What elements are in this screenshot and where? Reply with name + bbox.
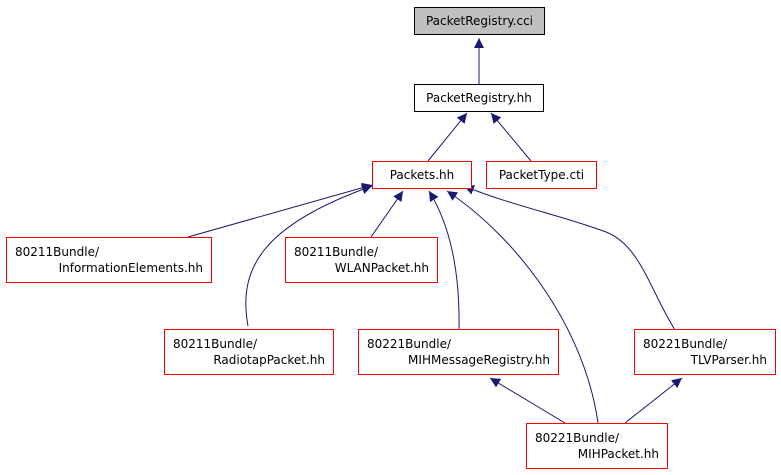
node-mihmessageregistry[interactable]: 80221Bundle/ MIHMessageRegistry.hh bbox=[358, 329, 559, 375]
node-wlanpacket[interactable]: 80211Bundle/ WLANPacket.hh bbox=[285, 237, 438, 283]
node-label: PacketRegistry.hh bbox=[426, 91, 532, 105]
node-packettype-cti[interactable]: PacketType.cti bbox=[486, 161, 597, 189]
node-label: PacketType.cti bbox=[498, 168, 585, 182]
edge-informationelements-to-packets-hh bbox=[187, 182, 373, 238]
node-label-file: MIHMessageRegistry.hh bbox=[408, 353, 550, 367]
node-label-file: InformationElements.hh bbox=[58, 261, 203, 275]
node-label-file: MIHPacket.hh bbox=[577, 447, 659, 461]
node-label-file: WLANPacket.hh bbox=[334, 261, 429, 275]
edge-packettype-cti-to-packetregistry-hh bbox=[490, 112, 532, 162]
node-label-path: 80221Bundle/ bbox=[535, 431, 619, 445]
edge-mihpacket-to-packets-hh bbox=[446, 190, 599, 424]
edge-packets-hh-to-packetregistry-hh bbox=[427, 112, 468, 162]
node-informationelements[interactable]: 80211Bundle/ InformationElements.hh bbox=[6, 237, 212, 283]
node-tlvparser[interactable]: 80221Bundle/ TLVParser.hh bbox=[634, 329, 776, 375]
node-label-path: 80211Bundle/ bbox=[294, 245, 378, 259]
node-mihpacket[interactable]: 80221Bundle/ MIHPacket.hh bbox=[526, 423, 668, 469]
node-radiotappacket[interactable]: 80211Bundle/ RadiotapPacket.hh bbox=[164, 329, 334, 375]
edge-wlanpacket-to-packets-hh bbox=[370, 190, 404, 238]
edge-radiotappacket-to-packets-hh bbox=[245, 184, 373, 327]
node-label-path: 80221Bundle/ bbox=[643, 337, 727, 351]
node-label-path: 80221Bundle/ bbox=[367, 337, 451, 351]
edge-tlvparser-to-packets-hh bbox=[463, 185, 676, 331]
edge-mihpacket-to-mihmessageregistry bbox=[489, 377, 566, 424]
node-packetregistry-cci[interactable]: PacketRegistry.cci bbox=[414, 7, 545, 35]
node-label-file: RadiotapPacket.hh bbox=[213, 353, 325, 367]
node-label: PacketRegistry.cci bbox=[425, 14, 533, 28]
node-packets-hh[interactable]: Packets.hh bbox=[372, 161, 472, 189]
node-label-file: TLVParser.hh bbox=[690, 353, 767, 367]
edge-mihmessageregistry-to-packets-hh bbox=[428, 190, 460, 330]
node-packetregistry-hh[interactable]: PacketRegistry.hh bbox=[414, 84, 544, 112]
node-label: Packets.hh bbox=[389, 168, 455, 182]
node-label-path: 80211Bundle/ bbox=[173, 337, 257, 351]
node-label-path: 80211Bundle/ bbox=[15, 245, 99, 259]
edge-mihpacket-to-tlvparser bbox=[624, 377, 683, 424]
